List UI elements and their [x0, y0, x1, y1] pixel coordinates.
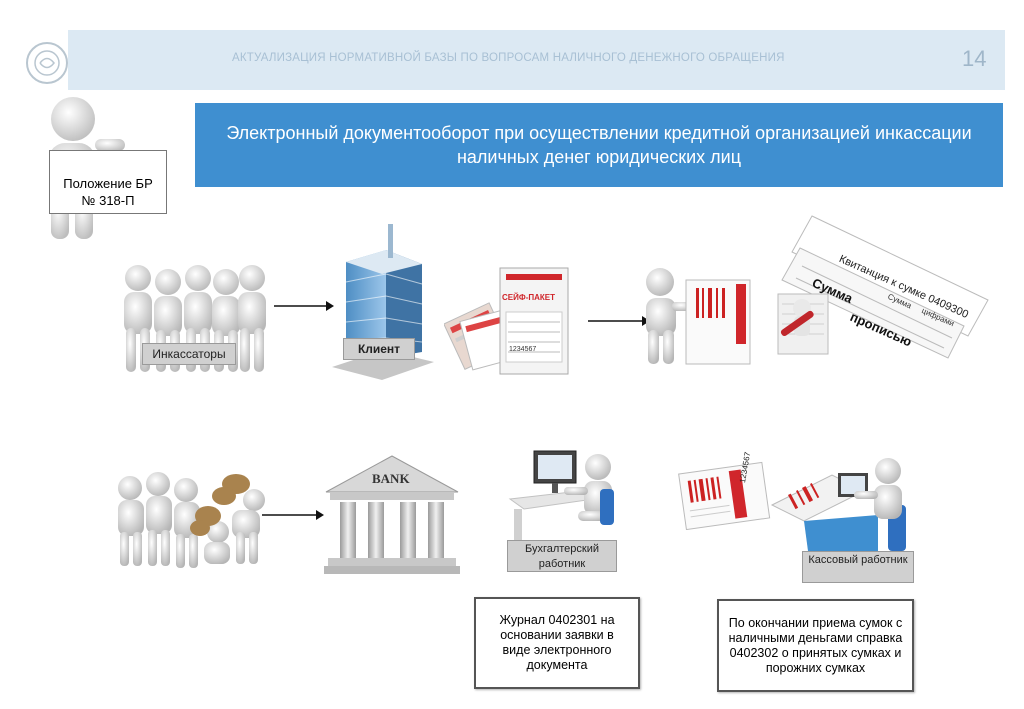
- cashier-label-text: Кассовый работник: [808, 554, 908, 566]
- receipt-form-icon: [777, 215, 989, 359]
- bank-label: BANK: [372, 471, 410, 486]
- arrow-right-icon: [262, 510, 324, 520]
- safe-bags-icon: [444, 267, 569, 375]
- page-number: 14: [962, 46, 987, 71]
- header-title: АКТУАЛИЗАЦИЯ НОРМАТИВНОЙ БАЗЫ ПО ВОПРОСА…: [232, 52, 785, 64]
- logo: [26, 42, 68, 84]
- journal-note: Журнал 0402301 на основании заявки в вид…: [474, 597, 640, 689]
- accountant-label-text: Бухгалтерский работник: [524, 543, 600, 570]
- cash-receipt-note-text: По окончании приема сумок с наличными де…: [728, 615, 903, 675]
- sign-line-2: № 318-П: [81, 193, 135, 208]
- accountant-label: Бухгалтерский работник: [507, 540, 617, 572]
- cashier-at-desk-figure: [770, 458, 906, 551]
- barcode-document-icon: [678, 461, 771, 530]
- arrow-right-icon: [274, 301, 334, 311]
- journal-note-text: Журнал 0402301 на основании заявки в вид…: [499, 613, 615, 672]
- safe-bag-number: 1234567: [509, 346, 537, 353]
- regulation-sign: Положение БР № 318-П: [49, 150, 167, 214]
- cashier-label: Кассовый работник: [802, 551, 914, 583]
- person-with-document-figure: [646, 268, 751, 365]
- accountant-at-computer-figure: [508, 450, 614, 543]
- title-banner: Электронный документооборот при осуществ…: [195, 103, 1003, 187]
- safe-bag-label: СЕЙФ-ПАКЕТ: [502, 293, 555, 302]
- client-label: Клиент: [343, 338, 415, 360]
- collectors-label: Инкассаторы: [142, 343, 236, 365]
- banner-text: Электронный документооборот при осуществ…: [226, 123, 972, 167]
- emblem-icon: [34, 50, 60, 76]
- cash-carriers-figure: [118, 472, 265, 568]
- cash-receipt-note: По окончании приема сумок с наличными де…: [717, 599, 914, 692]
- header-bar: [68, 30, 1005, 90]
- sign-line-1: Положение БР: [63, 176, 153, 191]
- bank-building-icon: [324, 455, 460, 574]
- building-icon: [332, 224, 434, 380]
